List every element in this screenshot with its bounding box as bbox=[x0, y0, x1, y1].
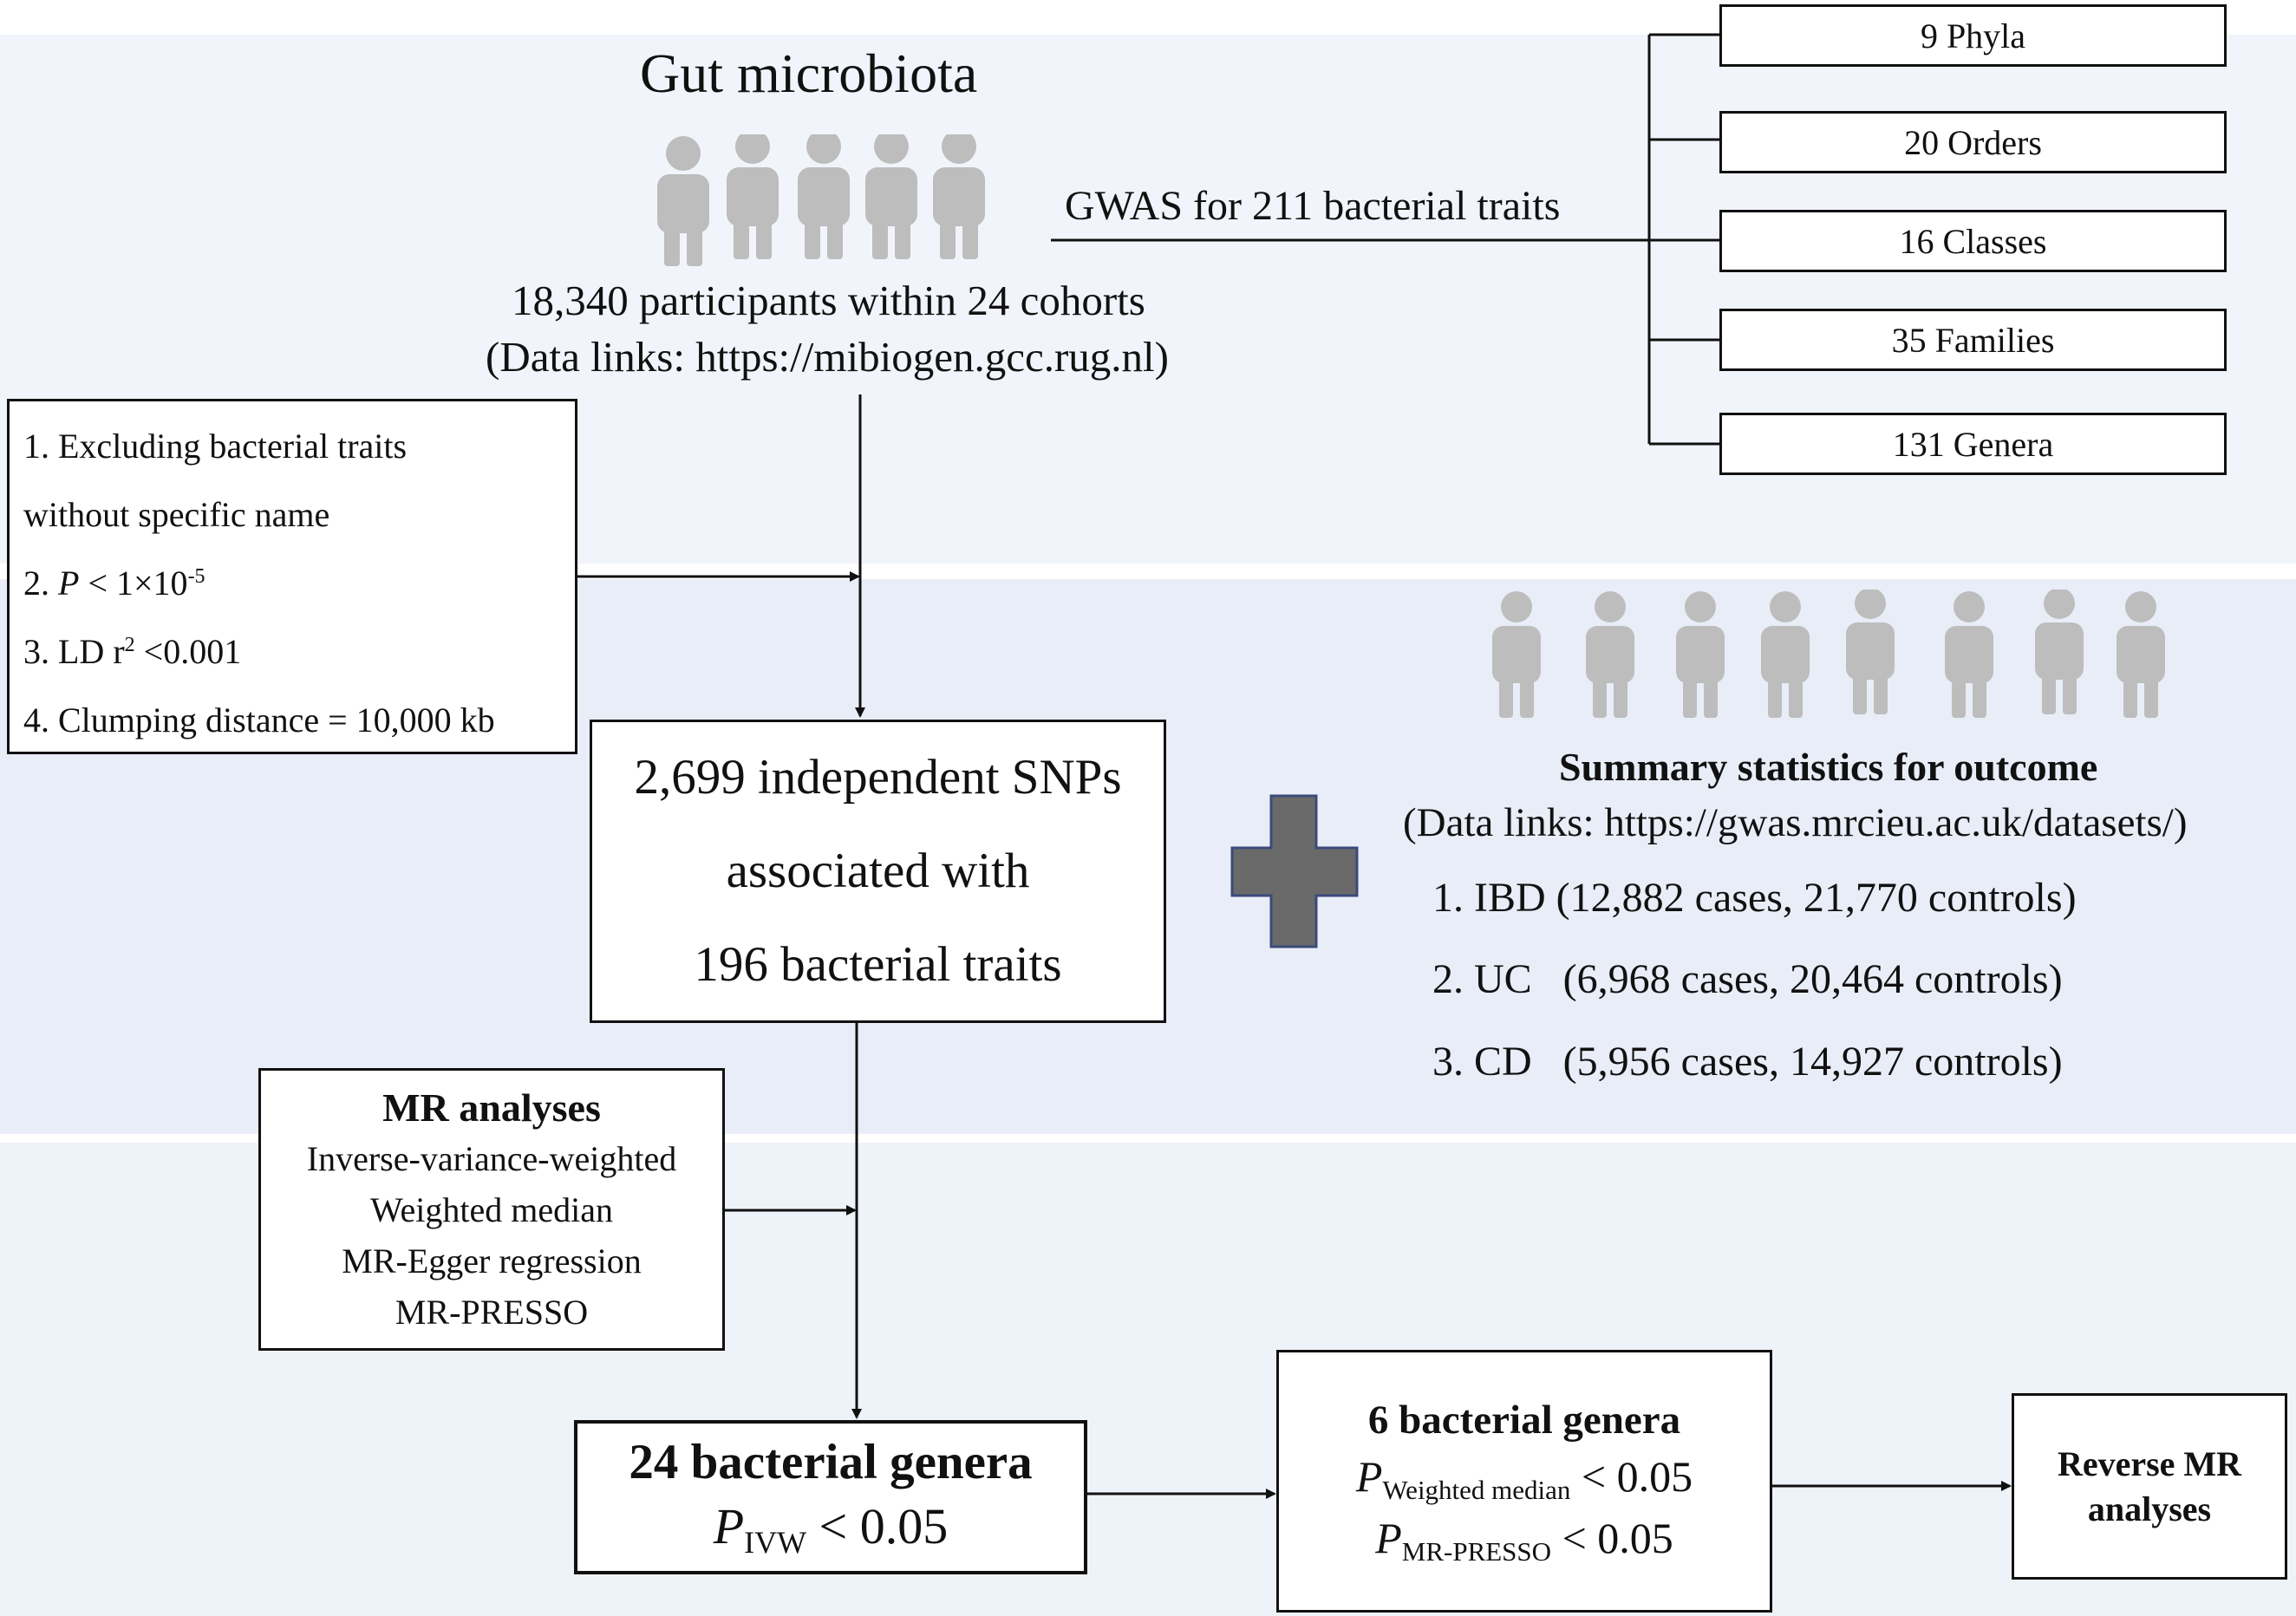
person-icon bbox=[657, 136, 709, 266]
snps-line-2: associated with bbox=[726, 844, 1030, 898]
genera24-threshold: PIVW < 0.05 bbox=[714, 1495, 949, 1565]
genera24-box: 24 bacterial genera PIVW < 0.05 bbox=[574, 1420, 1087, 1574]
p-subscript: MR-PRESSO bbox=[1401, 1536, 1552, 1567]
plus-icon bbox=[1230, 794, 1359, 948]
participants-text: 18,340 participants within 24 cohorts bbox=[512, 277, 1145, 324]
person-icon bbox=[1586, 591, 1634, 718]
criteria-line-2: without specific name bbox=[23, 495, 330, 534]
criteria-line-5: 4. Clumping distance = 10,000 kb bbox=[23, 700, 495, 740]
threshold-value: < 1×10 bbox=[79, 564, 188, 603]
person-icon bbox=[727, 134, 779, 259]
genera24-title: 24 bacterial genera bbox=[629, 1434, 1033, 1489]
cohort-people-icons bbox=[657, 134, 985, 266]
outcome-item-cd: 3. CD (5,956 cases, 14,927 controls) bbox=[1432, 1039, 2063, 1085]
reverse-line-2: analyses bbox=[2087, 1489, 2212, 1528]
reverse-line-1: Reverse MR bbox=[2057, 1443, 2242, 1483]
reverse-mr-box: Reverse MR analyses bbox=[2012, 1393, 2287, 1580]
ld-exponent: 2 bbox=[124, 633, 135, 656]
mr-method: MR-PRESSO bbox=[395, 1292, 589, 1332]
person-icon bbox=[1945, 591, 1993, 718]
snps-line-1: 2,699 independent SNPs bbox=[634, 750, 1122, 805]
mr-method: MR-Egger regression bbox=[342, 1241, 642, 1280]
snps-line-3: 196 bacterial traits bbox=[694, 937, 1062, 992]
p-threshold: < 0.05 bbox=[806, 1497, 949, 1554]
taxa-box-orders: 20 Orders bbox=[1719, 111, 2227, 173]
outcome-title: Summary statistics for outcome bbox=[1559, 745, 2098, 789]
p-threshold: < 0.05 bbox=[1551, 1513, 1673, 1562]
outcome-item-uc: 2. UC (6,968 cases, 20,464 controls) bbox=[1432, 956, 2063, 1002]
gwas-label: GWAS for 211 bacterial traits bbox=[1065, 183, 1561, 229]
mr-method: Weighted median bbox=[369, 1189, 614, 1229]
person-icon bbox=[933, 134, 985, 259]
criteria-line-4: 3. LD r2 <0.001 bbox=[23, 617, 575, 686]
outcome-item-ibd: 1. IBD (12,882 cases, 21,770 controls) bbox=[1432, 875, 2077, 921]
gut-microbiota-title: Gut microbiota bbox=[640, 42, 978, 104]
taxa-label: 131 Genera bbox=[1892, 424, 2054, 464]
snps-box: 2,699 independent SNPs associated with 1… bbox=[590, 720, 1166, 1023]
genera6-title: 6 bacterial genera bbox=[1367, 1397, 1681, 1443]
ld-label: 3. LD r bbox=[23, 632, 125, 671]
person-icon bbox=[1492, 591, 1541, 718]
mr-analyses-box: MR analyses Inverse-variance-weighted We… bbox=[258, 1068, 725, 1351]
outcome-link: (Data links: https://gwas.mrcieu.ac.uk/d… bbox=[1403, 800, 2188, 845]
p-symbol: P bbox=[58, 564, 80, 603]
person-icon bbox=[1676, 591, 1725, 718]
criteria-num: 2. bbox=[23, 564, 58, 603]
ld-threshold: <0.001 bbox=[134, 632, 242, 671]
taxa-label: 16 Classes bbox=[1899, 221, 2047, 261]
threshold-exponent: -5 bbox=[187, 564, 205, 588]
mr-title: MR analyses bbox=[382, 1085, 601, 1130]
mibiogen-link: (Data links: https://mibiogen.gcc.rug.nl… bbox=[486, 333, 1169, 381]
taxa-box-classes: 16 Classes bbox=[1719, 210, 2227, 272]
criteria-line-1: 1. Excluding bacterial traits bbox=[23, 427, 408, 466]
p-symbol: P bbox=[1375, 1513, 1402, 1562]
taxa-box-phyla: 9 Phyla bbox=[1719, 4, 2227, 67]
mr-method: Inverse-variance-weighted bbox=[306, 1138, 677, 1178]
p-symbol: P bbox=[713, 1497, 745, 1554]
taxa-label: 9 Phyla bbox=[1920, 16, 2026, 55]
criteria-box: 1. Excluding bacterial traits without sp… bbox=[7, 399, 577, 754]
taxa-label: 35 Families bbox=[1891, 320, 2055, 360]
person-icon bbox=[798, 134, 850, 259]
person-icon bbox=[865, 134, 917, 259]
genera6-box: 6 bacterial genera PWeighted median < 0.… bbox=[1276, 1350, 1772, 1613]
person-icon bbox=[2035, 590, 2084, 714]
genera6-threshold-1: PWeighted median < 0.05 bbox=[1356, 1449, 1693, 1510]
taxa-box-families: 35 Families bbox=[1719, 309, 2227, 371]
outcome-people-icons bbox=[1492, 590, 2165, 718]
genera6-threshold-2: PMR-PRESSO < 0.05 bbox=[1375, 1510, 1673, 1572]
p-subscript: IVW bbox=[744, 1525, 807, 1560]
p-subscript: Weighted median bbox=[1382, 1475, 1571, 1506]
person-icon bbox=[2117, 591, 2165, 718]
criteria-line-3: 2. P < 1×10-5 bbox=[23, 549, 575, 617]
taxa-box-genera: 131 Genera bbox=[1719, 413, 2227, 475]
taxa-label: 20 Orders bbox=[1904, 122, 2042, 162]
person-icon bbox=[1761, 591, 1810, 718]
person-icon bbox=[1846, 590, 1895, 714]
p-symbol: P bbox=[1355, 1451, 1383, 1501]
p-threshold: < 0.05 bbox=[1570, 1451, 1693, 1501]
